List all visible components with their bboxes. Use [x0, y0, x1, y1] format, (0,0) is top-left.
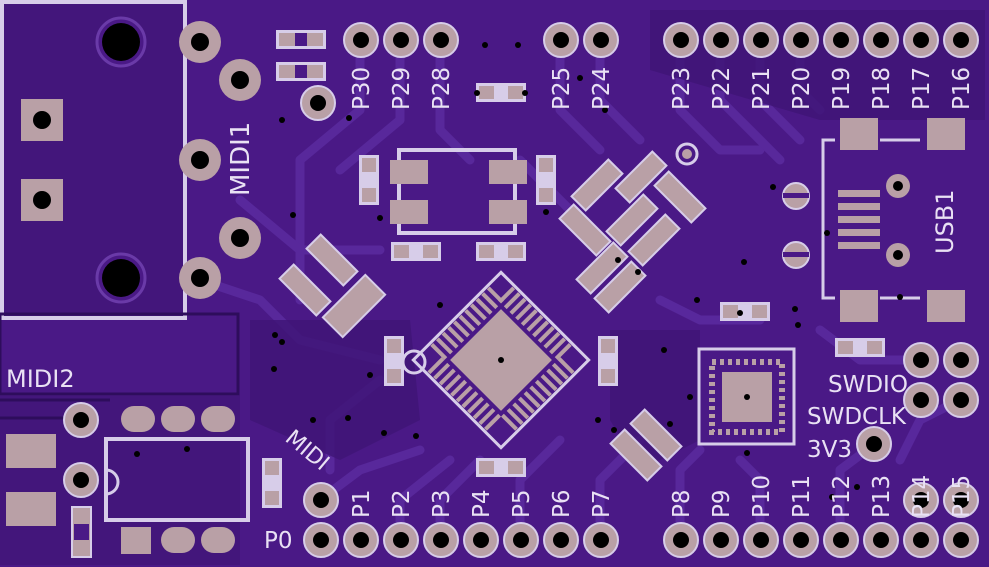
bottom-pin-header: P0 P1 P2 P3 P4 P5 P6 P7 P8 P9 P10 P11 P12 P13 P14 P15: [264, 475, 979, 558]
header-hole: [953, 532, 969, 548]
right-diagonal-passives: [558, 150, 707, 314]
pin-label-p19: P19: [829, 67, 855, 110]
left-diagonal-passives: [278, 233, 387, 339]
header-hole: [393, 32, 409, 48]
pin-label-p4: P4: [469, 489, 495, 518]
header-hole: [833, 32, 849, 48]
top-pin-header: P30 P29 P28 P25 P24 P23 P22 P21 P20 P19 P18 P17 P16: [343, 22, 979, 110]
top-left-resistors: [276, 30, 336, 121]
pin-label-p0: P0: [264, 528, 293, 554]
crystal: [359, 83, 556, 261]
pin-label-p5: P5: [509, 489, 535, 518]
header-hole: [753, 532, 769, 548]
pin-label-p15: P15: [949, 475, 975, 518]
pin-label-p22: P22: [709, 67, 735, 110]
header-hole: [953, 32, 969, 48]
midi2-label: MIDI2: [6, 365, 75, 393]
v33-label: 3V3: [807, 437, 852, 463]
header-hole: [593, 532, 609, 548]
mcu-chip: [411, 270, 591, 450]
header-hole: [673, 532, 689, 548]
usb-connector: [782, 118, 965, 322]
header-hole: [713, 532, 729, 548]
header-hole: [753, 32, 769, 48]
pin-label-p14: P14: [909, 475, 935, 518]
pin-label-p6: P6: [549, 489, 575, 518]
midi2-pads: [0, 395, 250, 565]
header-hole: [353, 532, 369, 548]
pin-label-p8: P8: [669, 489, 695, 518]
pin-label-p21: P21: [749, 67, 775, 110]
header-hole: [793, 532, 809, 548]
pin-label-p23: P23: [669, 67, 695, 110]
pin-label-p25: P25: [549, 67, 575, 110]
header-hole: [913, 32, 929, 48]
swd-pads: [303, 342, 979, 518]
header-hole: [473, 532, 489, 548]
midi1-holes: [21, 16, 261, 304]
header-hole: [513, 532, 529, 548]
pin-label-p1: P1: [349, 489, 375, 518]
pin-label-p12: P12: [829, 475, 855, 518]
header-hole: [873, 532, 889, 548]
header-hole: [393, 532, 409, 548]
midi2-outline: [0, 312, 240, 396]
header-hole: [913, 532, 929, 548]
midi1-body-shadow: [4, 4, 183, 316]
pin-label-p29: P29: [389, 67, 415, 110]
pin-label-p17: P17: [909, 67, 935, 110]
header-hole: [713, 32, 729, 48]
header-hole: [793, 32, 809, 48]
pin-label-p10: P10: [749, 475, 775, 518]
header-hole: [593, 32, 609, 48]
pin-label-p30: P30: [349, 67, 375, 110]
vias: [134, 42, 903, 500]
pin-label-p3: P3: [429, 489, 455, 518]
pin-label-p28: P28: [429, 67, 455, 110]
header-hole: [873, 32, 889, 48]
pin-label-p7: P7: [589, 489, 615, 518]
swdclk-label: SWDCLK: [807, 404, 907, 430]
mcu-passives: [262, 302, 885, 508]
pin-label-p24: P24: [589, 67, 615, 110]
fiducial-top: [675, 142, 699, 166]
usb1-label: USB1: [931, 189, 959, 254]
qfn-chip: [697, 347, 796, 446]
pin-label-p20: P20: [789, 67, 815, 110]
header-hole: [553, 532, 569, 548]
header-hole: [313, 532, 329, 548]
header-hole: [833, 532, 849, 548]
pin-label-p16: P16: [949, 67, 975, 110]
pin-label-p2: P2: [389, 489, 415, 518]
header-hole: [433, 532, 449, 548]
swdio-label: SWDIO: [828, 372, 908, 398]
pin-label-p13: P13: [869, 475, 895, 518]
header-hole: [673, 32, 689, 48]
pin-label-p9: P9: [709, 489, 735, 518]
header-hole: [353, 32, 369, 48]
midi1-label: MIDI1: [226, 122, 256, 196]
pin-label-p11: P11: [789, 475, 815, 518]
header-hole: [553, 32, 569, 48]
pin-label-p18: P18: [869, 67, 895, 110]
header-hole: [433, 32, 449, 48]
